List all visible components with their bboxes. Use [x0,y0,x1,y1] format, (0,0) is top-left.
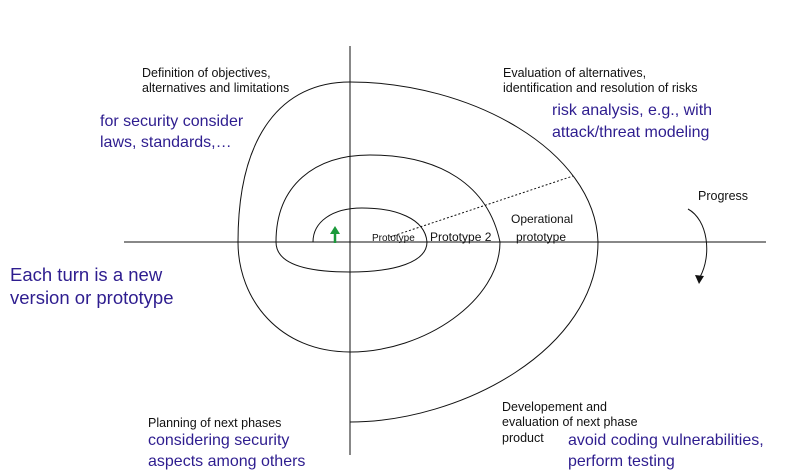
planning-note-line1: considering security [148,432,290,449]
objectives-note-line1: for security consider [100,113,244,130]
evaluation-label-line1: Evaluation of alternatives, [503,66,647,80]
objectives-label-line1: Definition of objectives, [142,66,271,80]
evaluation-note-line1: risk analysis, e.g., with [552,102,713,119]
prototype-1-label: Prototype [372,233,415,244]
operational-prototype-label-line1: Operational [511,212,574,226]
operational-prototype-label-line2: prototype [516,230,567,244]
development-label-line3: product [502,431,544,445]
evaluation-label-line2: identification and resolution of risks [503,81,698,95]
development-label-line2: evaluation of next phase [502,415,638,429]
prototype-2-label: Prototype 2 [430,230,492,244]
start-arrow-icon [330,226,340,243]
planning-label: Planning of next phases [148,416,282,430]
dotted-radial-line [389,175,574,238]
planning-note-line2: aspects among others [148,453,306,470]
evaluation-note-line2: attack/threat modeling [552,124,710,141]
development-note-line2: perform testing [568,453,675,470]
development-note-line1: avoid coding vulnerabilities, [568,432,764,449]
objectives-note-line2: laws, standards,… [100,134,232,151]
turn-note-line2: version or prototype [10,287,174,308]
progress-label: Progress [698,189,749,203]
turn-note-line1: Each turn is a new [10,264,163,285]
progress-arrow-icon [687,208,708,284]
development-label-line1: Developement and [502,400,607,414]
spiral-path [237,81,599,423]
objectives-label-line2: alternatives and limitations [142,81,290,95]
